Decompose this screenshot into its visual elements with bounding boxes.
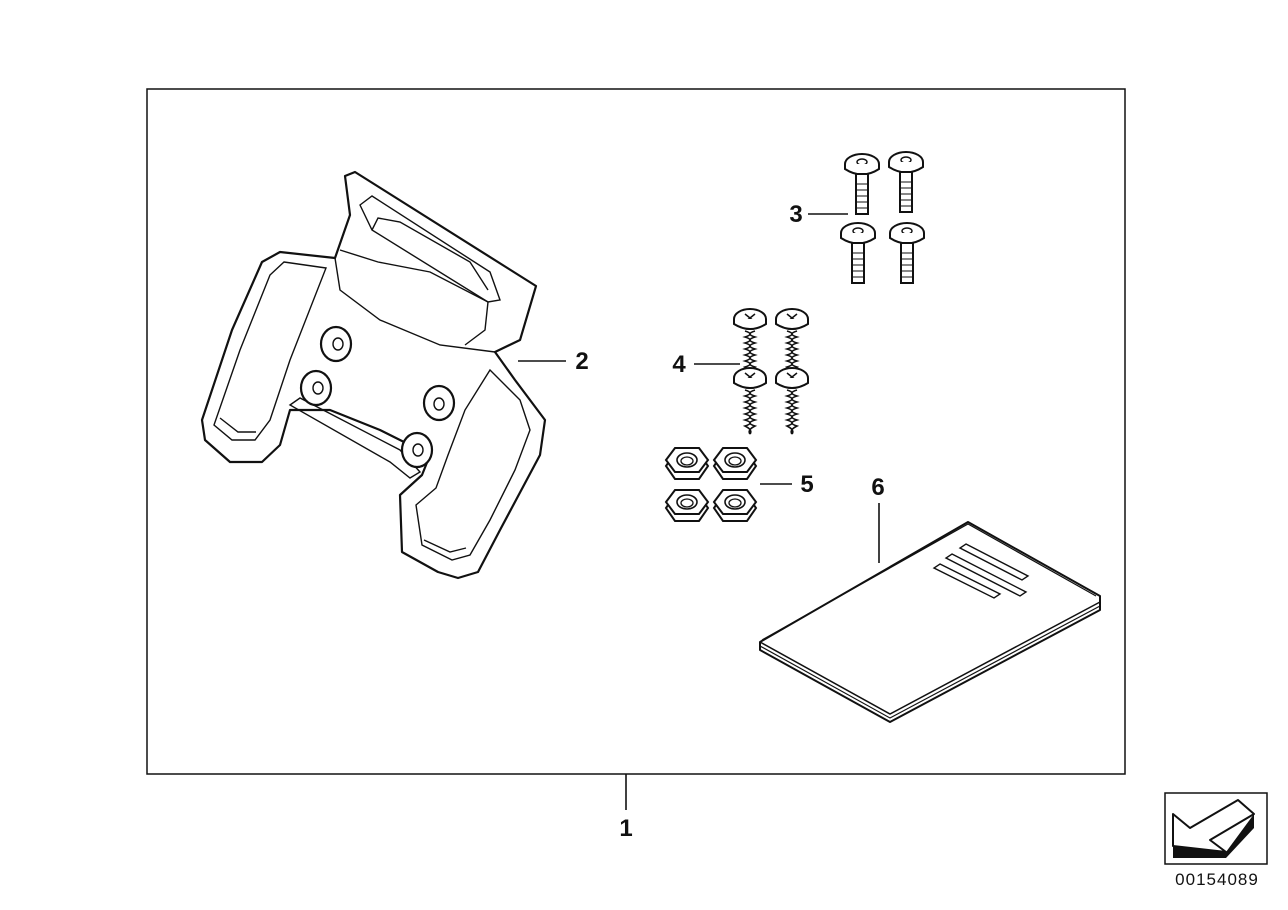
- screw-icon: [733, 308, 809, 435]
- document-number: 00154089: [1175, 870, 1259, 889]
- bolt-icon: [840, 151, 925, 284]
- kit-frame: [146, 88, 1126, 775]
- callout-4: 4: [672, 351, 686, 378]
- arrow-icon: [1164, 792, 1268, 865]
- callout-5: 5: [800, 471, 813, 498]
- manual-icon: [759, 521, 1101, 723]
- bracket-icon: [200, 170, 547, 580]
- nut-icon: [665, 447, 757, 522]
- callout-2: 2: [575, 348, 588, 375]
- callout-6: 6: [871, 474, 884, 501]
- callout-1: 1: [619, 815, 632, 842]
- callout-3: 3: [789, 201, 802, 228]
